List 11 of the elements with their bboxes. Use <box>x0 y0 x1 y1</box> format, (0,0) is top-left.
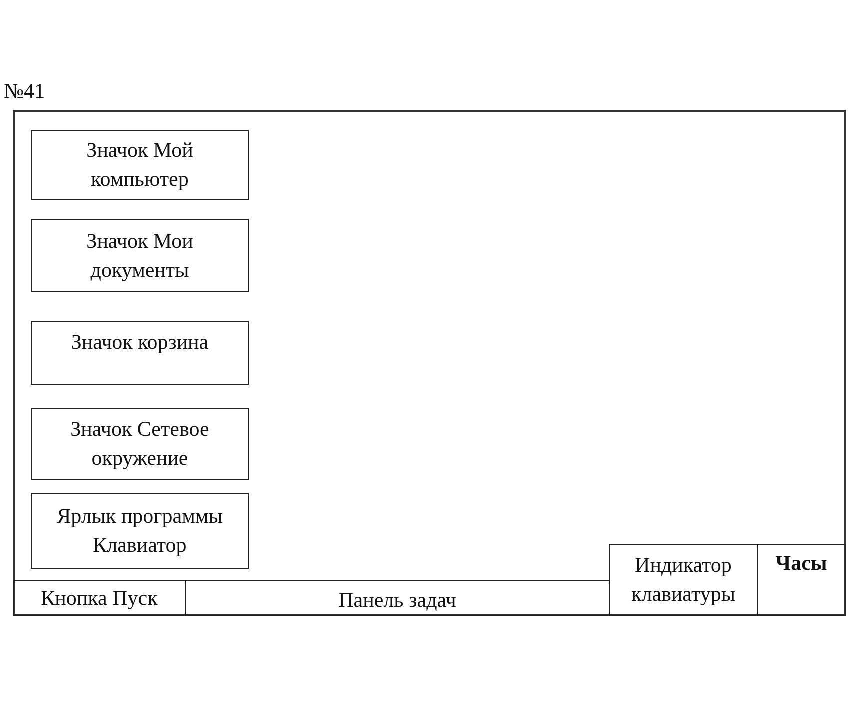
keyboard-indicator-area: Индикатор клавиатуры <box>609 544 758 616</box>
desktop-icon-area: Значок Мой компьютер <box>31 130 249 200</box>
exercise-number: №41 <box>4 79 46 103</box>
desktop-icon-area: Значок Мои документы <box>31 219 249 292</box>
shortcut-area: Ярлык программы Клавиатор <box>31 493 249 569</box>
taskbar-area: Панель задач <box>185 580 610 616</box>
desktop-icon-area: Значок Сетевое окружение <box>31 408 249 480</box>
clock-area: Часы <box>757 544 846 616</box>
desktop-frame <box>13 110 846 616</box>
desktop-icon-area: Значок корзина <box>31 321 249 385</box>
start-button-area: Кнопка Пуск <box>13 580 186 616</box>
